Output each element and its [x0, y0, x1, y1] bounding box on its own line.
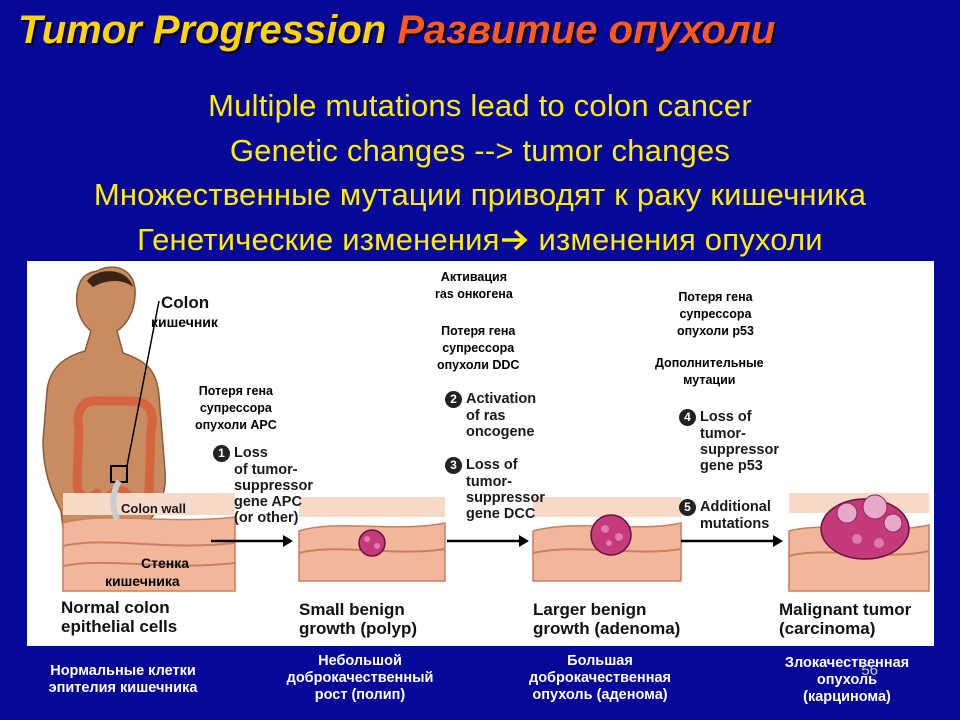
step4-ru-line-1: Потеря гена [678, 290, 753, 304]
step3-ru-line-3: опухоли DDC [437, 358, 520, 372]
colon-label-en: Colon [161, 293, 210, 312]
step4-ru-line-2: супрессора [679, 307, 752, 321]
stage3-en-line-2: growth (adenoma) [533, 619, 681, 638]
step5-ru-line-2: мутации [683, 373, 736, 387]
step3-en-line-3: suppressor [466, 490, 545, 506]
stage4-en-line-2: (carcinoma) [779, 619, 876, 638]
title-ru: Развитие опухоли [397, 8, 776, 52]
progression-illustration [42, 266, 930, 592]
colon-wall-label-ru-1: Стенка [141, 555, 190, 571]
adenoma-tissue-icon [532, 497, 682, 582]
step3-ru-line-1: Потеря гена [441, 324, 516, 338]
step1-ru-line-3: опухоли APC [195, 418, 277, 432]
step4-en-line-2: tumor- [700, 426, 746, 442]
subtitle-line-2: Genetic changes --> tumor changes [229, 132, 731, 168]
bottom-stage3-line-1: Большая [567, 653, 633, 669]
step3-ru-label: Потеря гена супрессора опухоли DDC [437, 323, 519, 374]
step1-en-line-3: suppressor [234, 478, 313, 494]
stage1-en-label: Normal colon epithelial cells [61, 598, 177, 636]
bottom-stage1-line-1: Нормальные клетки [50, 663, 196, 679]
step4-en-line-1: Loss of [700, 409, 752, 425]
bottom-stage4-line-1: Злокачественная [784, 655, 910, 671]
step2-en-line-3: oncogene [466, 424, 535, 440]
bottom-stage2-line-2: доброкачественный [286, 670, 434, 686]
figure-panel: Colon кишечник Colon wall Стенка кишечни… [27, 261, 934, 646]
step3-en-line-2: tumor- [466, 474, 512, 490]
bottom-stage2-line-1: Небольшой [318, 653, 402, 669]
step3-en-line-4: gene DCC [466, 506, 536, 522]
step2-en-line-2: of ras [466, 408, 506, 424]
step5-number-icon: 5 [679, 499, 696, 516]
step2-ru-label: Активация ras онкогена [435, 269, 513, 303]
colon-wall-label-ru-2: кишечника [105, 573, 180, 589]
stage4-en-label: Malignant tumor (carcinoma) [779, 600, 911, 638]
step1-number-icon: 1 [213, 445, 230, 462]
stage3-en-line-1: Larger benign [533, 600, 647, 619]
stage1-en-line-1: Normal colon [61, 598, 170, 617]
stage2-en-line-1: Small benign [299, 600, 405, 619]
subtitle-block: Multiple mutations lead to colon cancer … [0, 84, 960, 262]
subtitle-line-1: Multiple mutations lead to colon cancer [208, 88, 752, 123]
subtitle-line-4: Генетические изменения изменения опухоли [0, 218, 960, 263]
bottom-label-stage1: Нормальные клетки эпителия кишечника [28, 663, 218, 697]
bottom-label-stage3: Большая доброкачественная опухоль (адено… [500, 653, 700, 704]
step5-ru-line-1: Дополнительные [655, 356, 764, 370]
subtitle-line-4-b: изменения опухоли [538, 221, 823, 257]
stage2-en-label: Small benign growth (polyp) [299, 600, 417, 638]
step4-en-line-3: suppressor [700, 442, 779, 458]
subtitle-line-4-a: Генетические изменения [137, 221, 500, 257]
bottom-stage4-line-3: (карцинома) [803, 689, 891, 705]
subtitle-line-3: Множественные мутации приводят к раку ки… [93, 177, 867, 212]
step4-number-icon: 4 [679, 409, 696, 426]
step1-en-line-4: gene APC [234, 494, 302, 510]
step1-en-line-1: Loss [234, 445, 268, 461]
step1-ru-line-1: Потеря гена [198, 384, 274, 398]
bottom-stage4-line-2: опухоль [816, 672, 878, 688]
carcinoma-tissue-icon [788, 493, 930, 592]
bottom-label-stage2: Небольшой доброкачественный рост (полип) [260, 653, 460, 704]
step1-en-line-2: of tumor- [234, 462, 298, 478]
title-en: Tumor Progression [18, 8, 387, 52]
bottom-stage3-line-2: доброкачественная [529, 670, 671, 686]
step2-en-line-1: Activation [466, 391, 537, 407]
arrow-right-icon [501, 229, 528, 250]
step2-ru-line-2: ras онкогена [435, 287, 513, 301]
bottom-label-stage4: Злокачественная опухоль (карцинома) [752, 655, 942, 706]
stage4-en-line-1: Malignant tumor [779, 600, 912, 619]
step1-ru-line-2: супрессора [199, 401, 272, 415]
stage3-en-label: Larger benign growth (adenoma) [533, 600, 680, 638]
step2-ru-line-1: Активация [440, 270, 508, 284]
step3-ru-line-2: супрессора [442, 341, 515, 355]
normal-tissue-icon [62, 479, 236, 592]
colon-wall-label-en: Colon wall [121, 501, 186, 516]
step4-en-line-4: gene p53 [700, 458, 763, 474]
bottom-stage1-line-2: эпителия кишечника [48, 680, 198, 696]
step1-en-line-5: (or other) [234, 510, 299, 526]
bottom-stage3-line-3: опухоль (аденома) [532, 687, 668, 703]
page-number: 56 [861, 662, 878, 679]
colon-label-ru: кишечник [151, 314, 218, 330]
step5-ru-label: Дополнительные мутации [655, 355, 764, 389]
bottom-stage2-line-3: рост (полип) [314, 687, 406, 703]
step5-en-line-2: mutations [700, 516, 770, 532]
step3-number-icon: 3 [445, 457, 462, 474]
step4-ru-label: Потеря гена супрессора опухоли p53 [677, 289, 754, 340]
stage1-en-line-2: epithelial cells [61, 617, 178, 636]
polyp-tissue-icon [298, 497, 446, 582]
step1-ru-label: Потеря гена супрессора опухоли APC [195, 383, 277, 434]
step3-en-line-1: Loss of [466, 457, 518, 473]
stage2-en-line-2: growth (polyp) [299, 619, 418, 638]
step5-en-line-1: Additional [700, 499, 771, 515]
slide-title: Tumor Progression Развитие опухоли [18, 8, 775, 53]
step2-number-icon: 2 [445, 391, 462, 408]
step4-ru-line-3: опухоли p53 [677, 324, 754, 338]
